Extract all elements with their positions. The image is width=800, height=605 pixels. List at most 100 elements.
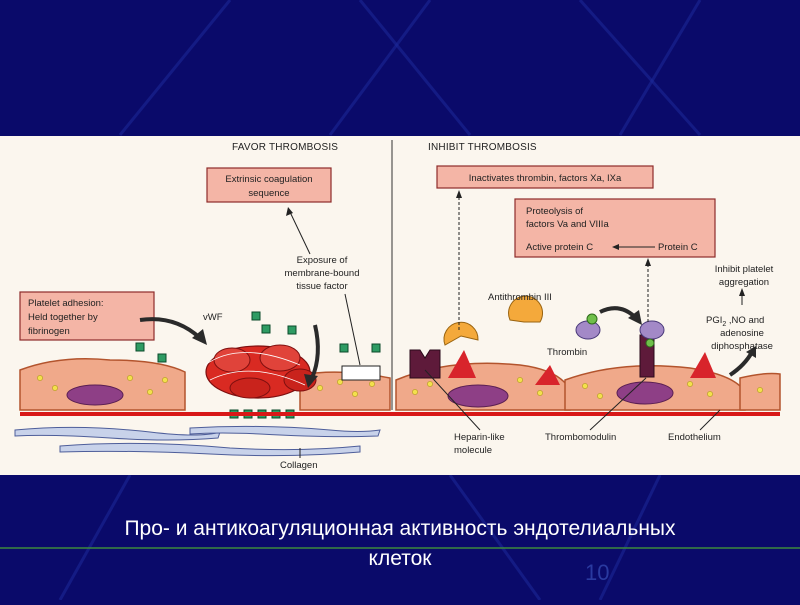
arrowhead <box>456 190 462 198</box>
caption-line2: клеток <box>368 547 432 570</box>
header-favor-thrombosis: FAVOR THROMBOSIS <box>232 142 338 153</box>
clot-arrow <box>310 324 320 379</box>
vwf-square <box>287 325 297 335</box>
collagen-label: Collagen <box>280 460 318 471</box>
inactivates-text: Inactivates thrombin, factors Xa, IXa <box>469 173 622 184</box>
thrombomodulin-pointer <box>589 377 647 431</box>
exposure-pointer <box>344 293 361 366</box>
granule <box>162 377 168 383</box>
granule <box>707 391 713 397</box>
bg-line <box>598 474 662 601</box>
granule <box>757 387 763 393</box>
proteolysis-box <box>514 198 716 258</box>
inhibit-platelet-line1: Inhibit platelet <box>715 264 774 275</box>
vwf-square <box>135 342 145 352</box>
bg-line <box>448 474 542 601</box>
fibrin-strand <box>204 352 301 366</box>
antithrombin-label: Antithrombin III <box>488 292 552 303</box>
arrowhead <box>739 288 745 296</box>
platelet-line3: fibrinogen <box>28 326 70 337</box>
adenosine-label: adenosine <box>720 328 764 339</box>
platelet-clot <box>204 344 317 399</box>
arrowhead <box>612 244 619 250</box>
slide-caption: Про- и антикоагуляционная активность энд… <box>0 514 800 574</box>
vwf-square <box>339 343 349 353</box>
vwf-square <box>261 324 271 334</box>
granule <box>687 381 693 387</box>
slide-number: 10 <box>585 560 610 585</box>
header-inhibit-thrombosis: INHIBIT THROMBOSIS <box>428 142 537 153</box>
granule <box>352 391 358 397</box>
granule <box>37 375 43 381</box>
vwf-square <box>157 353 167 363</box>
bg-line <box>358 0 472 136</box>
platelet <box>229 377 271 399</box>
arrowhead <box>628 310 642 325</box>
vwf-square <box>251 311 261 321</box>
exposure-line1: Exposure of <box>297 255 348 266</box>
thrombin-site <box>645 338 655 348</box>
bg-line <box>578 0 702 136</box>
extrinsic-line1: Extrinsic coagulation <box>225 174 312 185</box>
anticoagulant-molecules <box>409 295 716 385</box>
collagen-fibers <box>14 425 381 457</box>
arrowhead <box>645 258 651 266</box>
granule <box>537 390 543 396</box>
tissue-factor-box <box>341 365 381 381</box>
collagen-fiber <box>59 442 361 457</box>
caption-line1: Про- и антикоагуляционная активность энд… <box>124 517 676 540</box>
arrowhead <box>192 329 207 345</box>
heparin-like-molecule <box>409 349 441 379</box>
antithrombin-iii-bound <box>443 321 479 346</box>
endothelium-receptor <box>690 352 716 378</box>
arrowhead <box>304 374 318 388</box>
collagen-fiber <box>189 425 381 438</box>
cell-nucleus <box>616 381 674 405</box>
bg-line <box>58 474 132 601</box>
receptor-triangle <box>535 365 560 385</box>
pgi-label: PGI2 ,NO and <box>706 315 764 328</box>
inhibit-platelet-line2: aggregation <box>719 277 769 288</box>
antithrombin-iii-free <box>508 295 544 323</box>
granule <box>127 375 133 381</box>
endothelium-pointer <box>699 409 721 431</box>
exposure-line2: membrane-bound <box>285 268 360 279</box>
platelet <box>213 347 251 373</box>
granule <box>317 385 323 391</box>
heparin-pointer <box>424 369 481 431</box>
thrombin-label: Thrombin <box>547 347 587 358</box>
bound-thrombin <box>639 320 665 340</box>
arrowhead <box>746 346 756 358</box>
granule <box>337 379 343 385</box>
granule <box>517 377 523 383</box>
proteolysis-line1: Proteolysis of <box>526 206 583 217</box>
fibrin-strand <box>209 370 306 386</box>
exposure-to-extrinsic-arrow <box>289 211 311 255</box>
granule <box>597 393 603 399</box>
endothelium-label: Endothelium <box>668 432 721 443</box>
inactivates-thrombin-box <box>436 165 654 189</box>
granule <box>412 389 418 395</box>
granule <box>369 381 375 387</box>
bg-line <box>618 0 702 136</box>
platelet-adhesion-box <box>19 291 155 341</box>
antithrombin-receptor <box>448 350 476 378</box>
cell-nucleus <box>447 384 509 408</box>
vwf-square <box>371 343 381 353</box>
vwf-label: vWF <box>203 312 223 323</box>
extrinsic-line2: sequence <box>248 188 289 199</box>
thrombin-molecule <box>575 320 601 340</box>
protein-c-label: Protein C <box>658 242 698 253</box>
exposure-line3: tissue factor <box>296 281 347 292</box>
thrombin-site <box>586 313 598 325</box>
platelet-line1: Platelet adhesion: <box>28 298 104 309</box>
platelet-adhesion-arrow <box>139 317 202 340</box>
proteolysis-line2: factors Va and VIIIa <box>526 219 609 230</box>
arrowhead <box>286 207 293 216</box>
cell-nucleus <box>66 384 124 406</box>
granule <box>52 385 58 391</box>
granule <box>147 389 153 395</box>
granule <box>427 381 433 387</box>
